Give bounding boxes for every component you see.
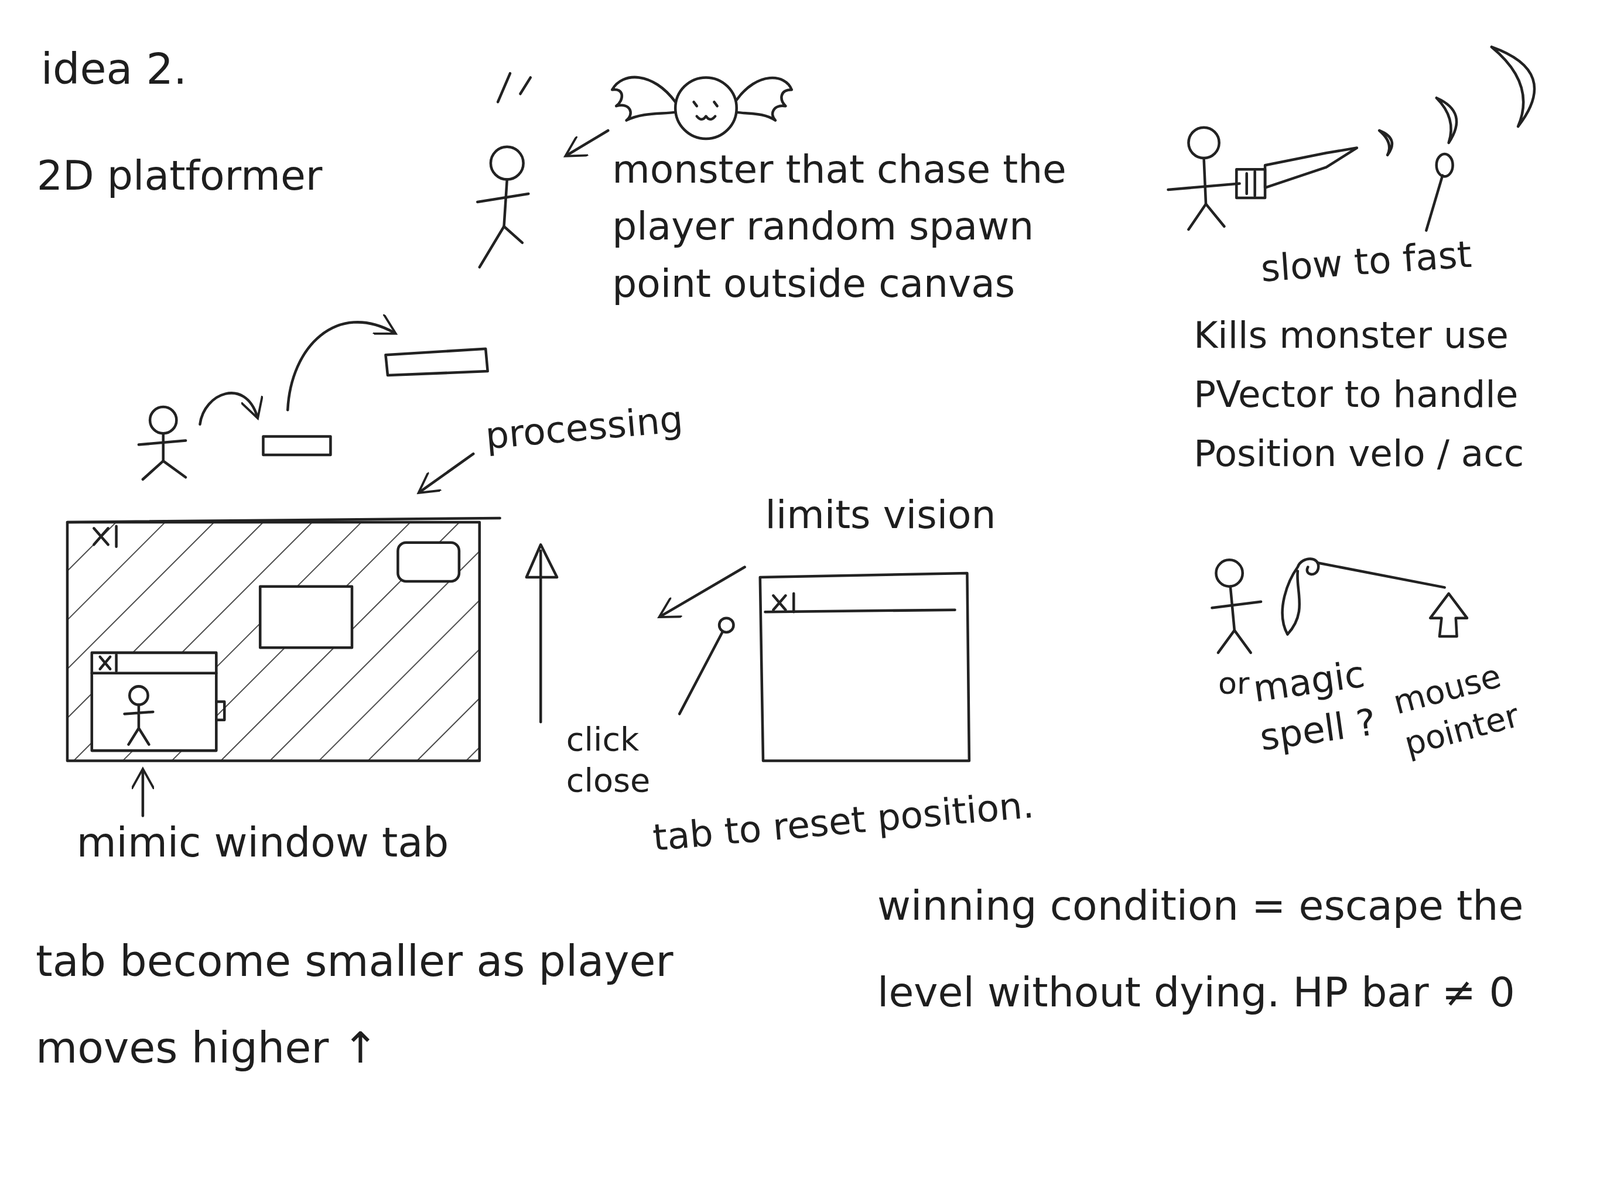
game-canvas	[67, 518, 501, 762]
sword-figure	[1168, 183, 1240, 190]
game-canvas	[67, 518, 501, 523]
spell-figure	[1211, 602, 1261, 608]
sword-figure	[1188, 203, 1225, 230]
flying-monster	[736, 77, 792, 121]
spell-figure	[1211, 559, 1261, 654]
sword-figure	[1204, 158, 1206, 204]
flying-monster	[693, 101, 718, 120]
stick-figure	[163, 460, 186, 478]
note: click close	[566, 719, 679, 801]
magic-swirl	[1282, 559, 1319, 635]
motion-lines	[520, 77, 531, 94]
game-canvas	[67, 522, 480, 762]
jump-arrows	[199, 392, 258, 425]
stick-figure	[138, 407, 186, 480]
game-canvas	[93, 526, 116, 547]
note: winning condition = escape the level wit…	[877, 863, 1561, 1037]
mouse-click	[679, 618, 734, 715]
player-window	[91, 671, 217, 675]
stick-figure	[161, 433, 165, 461]
spell-figure	[1230, 586, 1235, 631]
note: mimic window tab	[76, 816, 608, 870]
platform	[262, 349, 488, 456]
spell-figure	[1215, 559, 1243, 587]
player-window	[129, 686, 148, 705]
wand	[1426, 175, 1443, 231]
slash-waves	[1436, 97, 1457, 143]
mouse-click	[719, 618, 734, 633]
pointer-arrow	[141, 771, 145, 817]
stick-figure	[142, 460, 164, 480]
wand	[1426, 154, 1453, 231]
player-window	[216, 701, 225, 720]
window-tab	[760, 573, 970, 762]
flying-monster	[612, 77, 676, 121]
player-window	[91, 653, 217, 751]
mouse-click	[679, 632, 723, 714]
jump-arrows	[287, 322, 394, 410]
magic-swirl	[1282, 559, 1445, 635]
slash-waves	[1379, 46, 1535, 156]
stick-figure	[477, 146, 529, 268]
note: Kills monster use PVector to handle Posi…	[1193, 306, 1574, 484]
chase-arrow	[567, 130, 609, 156]
pointer-arrow	[141, 771, 145, 817]
note: tab become smaller as player moves highe…	[35, 918, 822, 1092]
slash-waves	[1379, 130, 1393, 156]
vision-arrow	[661, 567, 745, 617]
chase-arrow	[567, 130, 609, 156]
jump-arrows	[199, 322, 394, 425]
note: mouse pointer	[1388, 643, 1559, 767]
flying-monster	[675, 77, 737, 139]
game-canvas	[397, 542, 460, 582]
flying-monster	[612, 77, 792, 139]
height-arrow	[526, 544, 557, 723]
stick-figure	[504, 179, 508, 227]
player-window	[124, 705, 154, 745]
stick-figure	[490, 146, 524, 180]
sword-figure	[1265, 148, 1357, 188]
processing-arrow	[420, 453, 474, 492]
mouse-cursor	[1430, 593, 1468, 637]
game-canvas	[260, 586, 352, 649]
note: magic spell ?	[1250, 644, 1416, 763]
stick-figure	[479, 226, 505, 268]
note: slow to fast	[1259, 223, 1568, 294]
stick-figure	[138, 440, 186, 446]
sword-figure	[1188, 127, 1219, 159]
window-tab	[760, 573, 970, 762]
sword-figure	[1236, 169, 1266, 198]
note: processing	[483, 390, 733, 461]
stick-figure	[504, 226, 523, 244]
motion-lines	[497, 73, 511, 102]
player-window	[91, 653, 225, 751]
height-arrow	[526, 544, 557, 578]
sword-figure	[1246, 171, 1256, 197]
platform	[262, 436, 331, 456]
subtitle: 2D platformer	[36, 148, 374, 203]
vision-arrow	[661, 567, 745, 617]
sword-figure	[1168, 127, 1357, 230]
mouse-cursor	[1430, 593, 1468, 637]
note: limits vision	[765, 489, 1072, 541]
note: tab to reset position.	[650, 771, 1143, 863]
window-tab	[773, 593, 794, 613]
slash-waves	[1491, 46, 1535, 127]
stick-figure	[149, 407, 177, 434]
stick-figure	[477, 193, 529, 203]
motion-lines	[497, 73, 531, 102]
magic-swirl	[1318, 563, 1445, 588]
player-window	[100, 654, 117, 672]
title: idea 2.	[40, 42, 245, 97]
wand	[1436, 154, 1454, 177]
processing-arrow	[420, 453, 474, 492]
note: monster that chase the player random spa…	[612, 140, 1123, 313]
platform	[385, 349, 488, 376]
spell-figure	[1218, 630, 1251, 654]
